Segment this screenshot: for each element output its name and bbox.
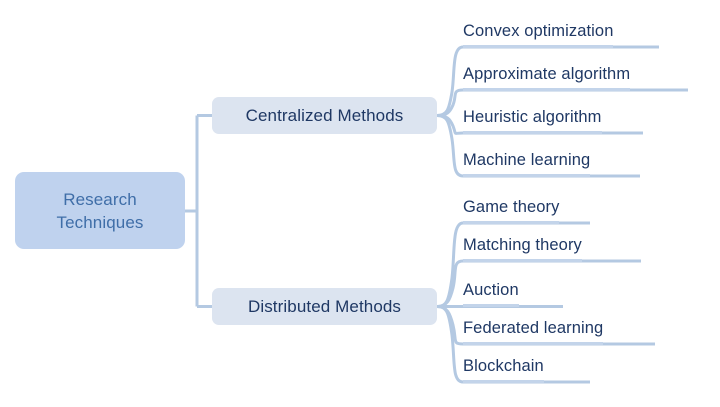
root-node[interactable]: Research Techniques (15, 172, 185, 249)
leaf-node[interactable]: Auction (463, 280, 519, 307)
leaf-node-label: Auction (463, 281, 519, 299)
leaf-node-label: Blockchain (463, 357, 544, 375)
leaf-node[interactable]: Machine learning (463, 150, 591, 177)
leaf-node[interactable]: Heuristic algorithm (463, 107, 602, 134)
branch-node-centralized-methods[interactable]: Centralized Methods (212, 97, 437, 134)
leaf-node[interactable]: Game theory (463, 197, 560, 224)
leaf-node-label: Convex optimization (463, 22, 614, 40)
branch-node-label: Distributed Methods (247, 296, 402, 316)
leaf-node[interactable]: Approximate algorithm (463, 64, 631, 91)
leaf-node[interactable]: Convex optimization (463, 21, 614, 48)
leaf-node[interactable]: Federated learning (463, 318, 604, 345)
leaf-node[interactable]: Blockchain (463, 356, 544, 383)
branch-node-label: Centralized Methods (245, 105, 404, 125)
branch-node-distributed-methods[interactable]: Distributed Methods (212, 288, 437, 325)
leaf-node-label: Federated learning (463, 319, 604, 337)
leaf-node-label: Machine learning (463, 151, 591, 169)
leaf-node-label: Matching theory (463, 236, 582, 254)
leaf-node[interactable]: Matching theory (463, 235, 582, 262)
leaf-node-label: Heuristic algorithm (463, 108, 602, 126)
root-node-label: Research Techniques (56, 189, 144, 232)
leaf-node-label: Approximate algorithm (463, 65, 631, 83)
leaf-node-label: Game theory (463, 198, 560, 216)
